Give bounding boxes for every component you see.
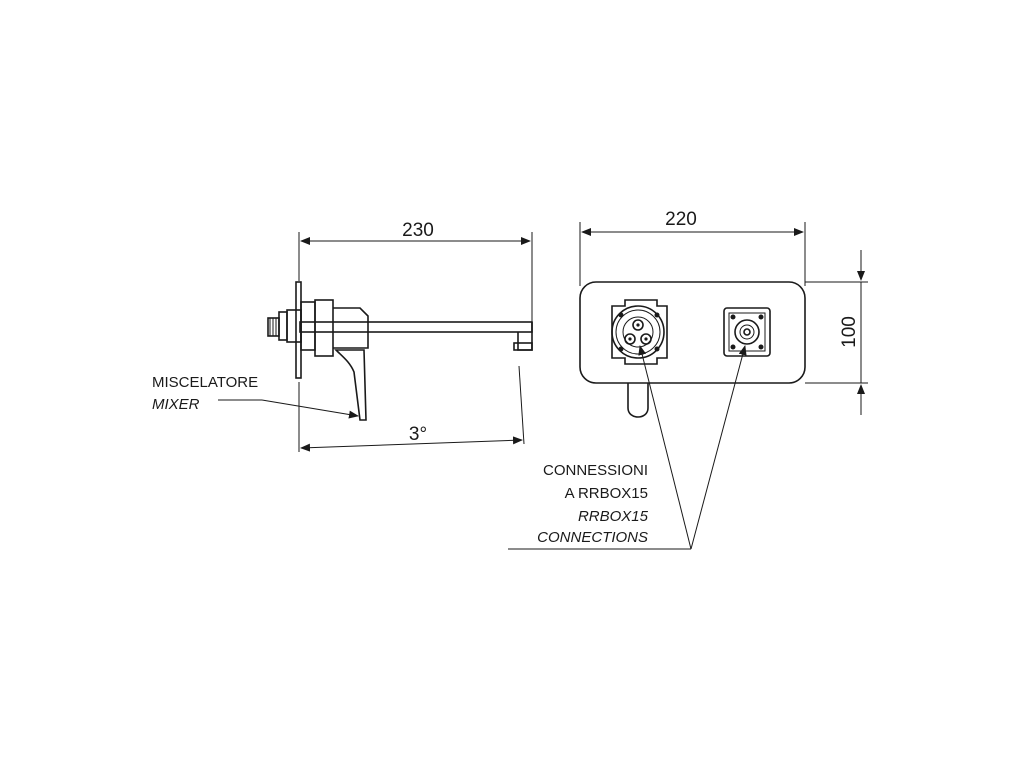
dimension-220-label: 220 <box>665 209 697 230</box>
connection-mixer <box>611 299 668 365</box>
mixer-label-en: MIXER <box>152 396 200 413</box>
dimension-angle-label: 3° <box>409 424 427 445</box>
mixer-leader-line <box>261 399 359 419</box>
wall-plate <box>579 281 806 384</box>
connections-label-line1: CONNESSIONI <box>543 462 648 479</box>
dimension-230-label: 230 <box>402 220 434 241</box>
connection-diverter <box>723 307 771 357</box>
mixer-label-it: MISCELATORE <box>152 374 258 391</box>
connections-leader-right <box>690 345 747 550</box>
connections-label-line4: CONNECTIONS <box>537 529 648 546</box>
connections-label-line3: RRBOX15 <box>578 508 649 525</box>
connections-leader-left <box>638 345 692 550</box>
dimension-line-angle <box>300 436 523 452</box>
connections-label-line2: A RRBOX15 <box>565 485 648 502</box>
dimension-100-label: 100 <box>839 316 860 348</box>
side-view: 230 3° MISCELATORE MIXER <box>152 220 533 452</box>
front-view: 220 100 <box>508 209 868 550</box>
mixer-handle <box>627 383 649 418</box>
